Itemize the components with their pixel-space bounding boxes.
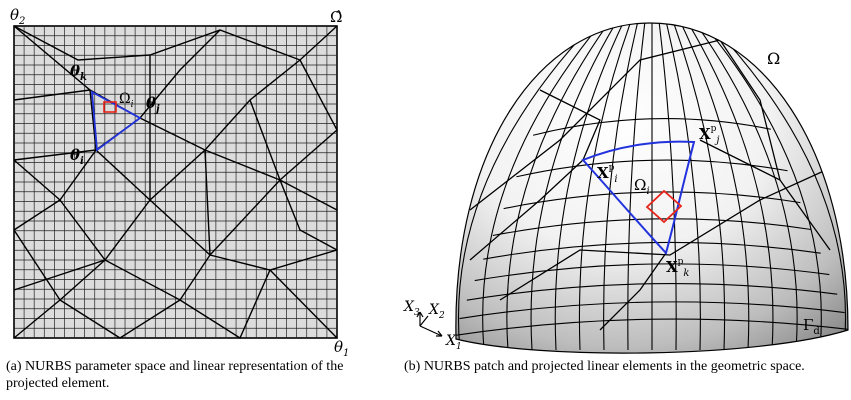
patch-curve-longitude xyxy=(554,23,625,351)
patch-curve-longitude xyxy=(530,23,618,351)
projected-mesh-lines xyxy=(13,25,338,340)
label-x3: X3 xyxy=(403,299,420,318)
label-omega: Ω xyxy=(767,49,780,68)
patch-curve-longitude xyxy=(578,23,632,351)
patch-curve-longitude xyxy=(679,23,750,351)
patch-curve-longitude xyxy=(482,23,604,351)
patch-curve-longitude xyxy=(627,23,646,351)
patch-curve-longitude xyxy=(658,23,677,351)
patch-curve-longitude xyxy=(693,23,798,351)
patch-curve-longitude xyxy=(707,23,847,351)
patch-curve-longitude xyxy=(603,23,639,351)
axes-triad xyxy=(416,311,443,337)
label-omega-i-b: Ωi xyxy=(634,176,650,197)
label-omega-i-a: Ωi xyxy=(119,91,134,110)
subelement-omega-i-b xyxy=(645,189,683,224)
label-theta1: θ1 xyxy=(334,338,349,359)
patch-curve-longitude xyxy=(686,23,774,351)
patch-curve-longitude xyxy=(665,23,701,351)
patch-curve-longitude xyxy=(506,23,611,351)
caption-b: (b) NURBS patch and projected linear ele… xyxy=(404,359,805,374)
dome-patch-mesh xyxy=(455,23,848,351)
label-omega-hat: Ω̂ xyxy=(330,8,342,26)
panel-b-geometric-space: Ω Γd Ωi Xpi Xpj Xpk X3 X2 X1 xyxy=(403,22,849,354)
subelement-omega-i xyxy=(103,101,117,113)
patch-curve-longitude xyxy=(672,23,726,351)
caption-a: (a) NURBS parameter space and linear rep… xyxy=(6,359,344,391)
panel-a-parameter-space: θ2 Ω̂ θ1 θk θj θi Ωi xyxy=(10,6,349,359)
patch-curve-longitude xyxy=(457,23,597,351)
label-x2: X2 xyxy=(428,302,445,321)
label-theta2: θ2 xyxy=(10,6,25,27)
